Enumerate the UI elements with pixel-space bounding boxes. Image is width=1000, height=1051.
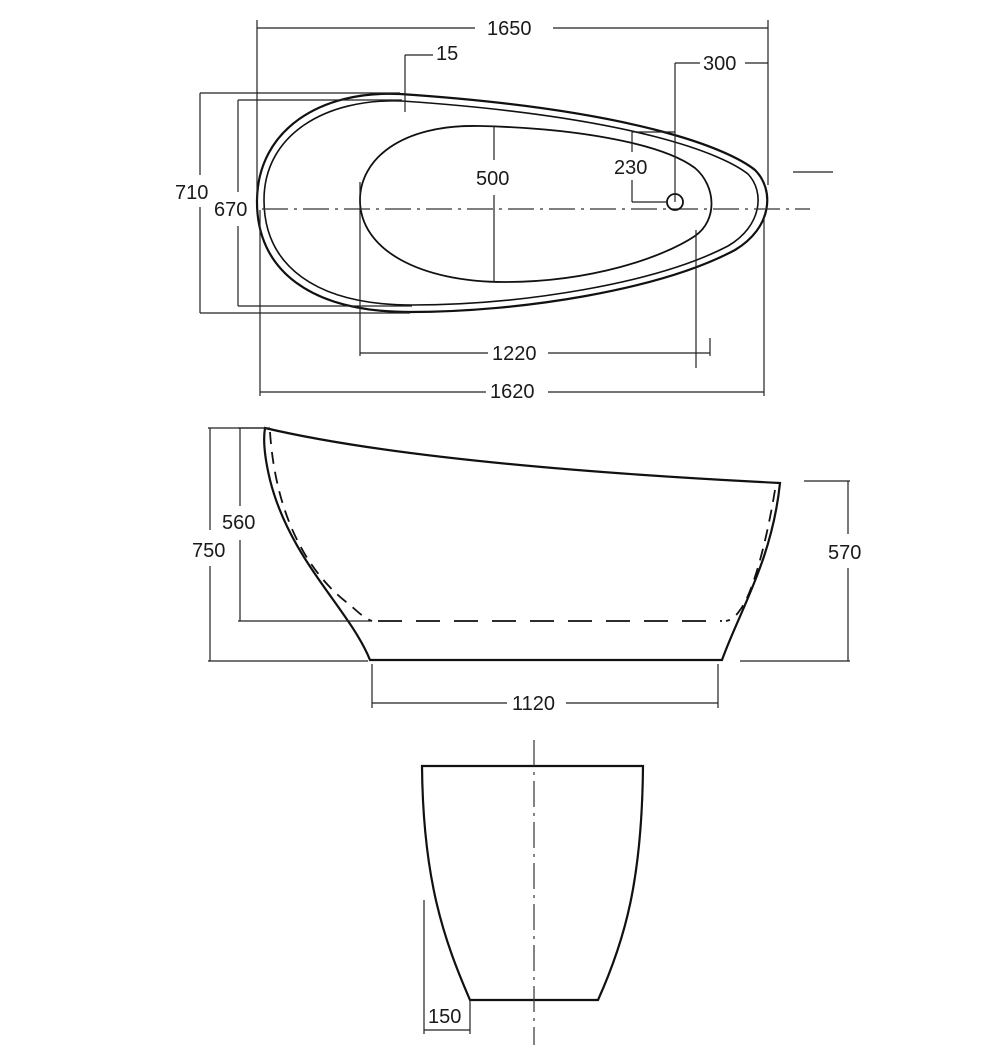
dim-drain-distance: 230	[614, 157, 647, 179]
dim-overall-width: 710	[175, 182, 208, 204]
dim-basin-length: 1220	[492, 343, 537, 365]
top-view: 1650 15 300 710 670 500 230	[175, 14, 833, 403]
tub-side-outline	[262, 426, 782, 662]
dim-rim-thickness: 15	[436, 43, 458, 65]
dim-overall-height: 750	[192, 540, 225, 562]
dim-inner-width: 670	[214, 199, 247, 221]
dim-base-inset: 150	[428, 1006, 461, 1028]
tub-side-inner-basin	[269, 431, 373, 622]
side-view: 750 560 570 1120	[192, 426, 861, 715]
dim-overall-length: 1650	[487, 18, 532, 40]
tub-outer-rim	[255, 92, 769, 314]
dim-base-length: 1120	[512, 693, 555, 715]
dim-basin-depth: 560	[222, 512, 255, 534]
dim-drain-offset: 300	[703, 53, 736, 75]
end-view: 150	[420, 740, 645, 1045]
tub-end-outline	[420, 764, 645, 1002]
tub-basin	[359, 125, 713, 283]
dim-basin-width: 500	[476, 168, 509, 190]
tub-inner-rim	[263, 100, 759, 306]
dim-inner-length: 1620	[490, 381, 535, 403]
dim-end-height: 570	[828, 542, 861, 564]
